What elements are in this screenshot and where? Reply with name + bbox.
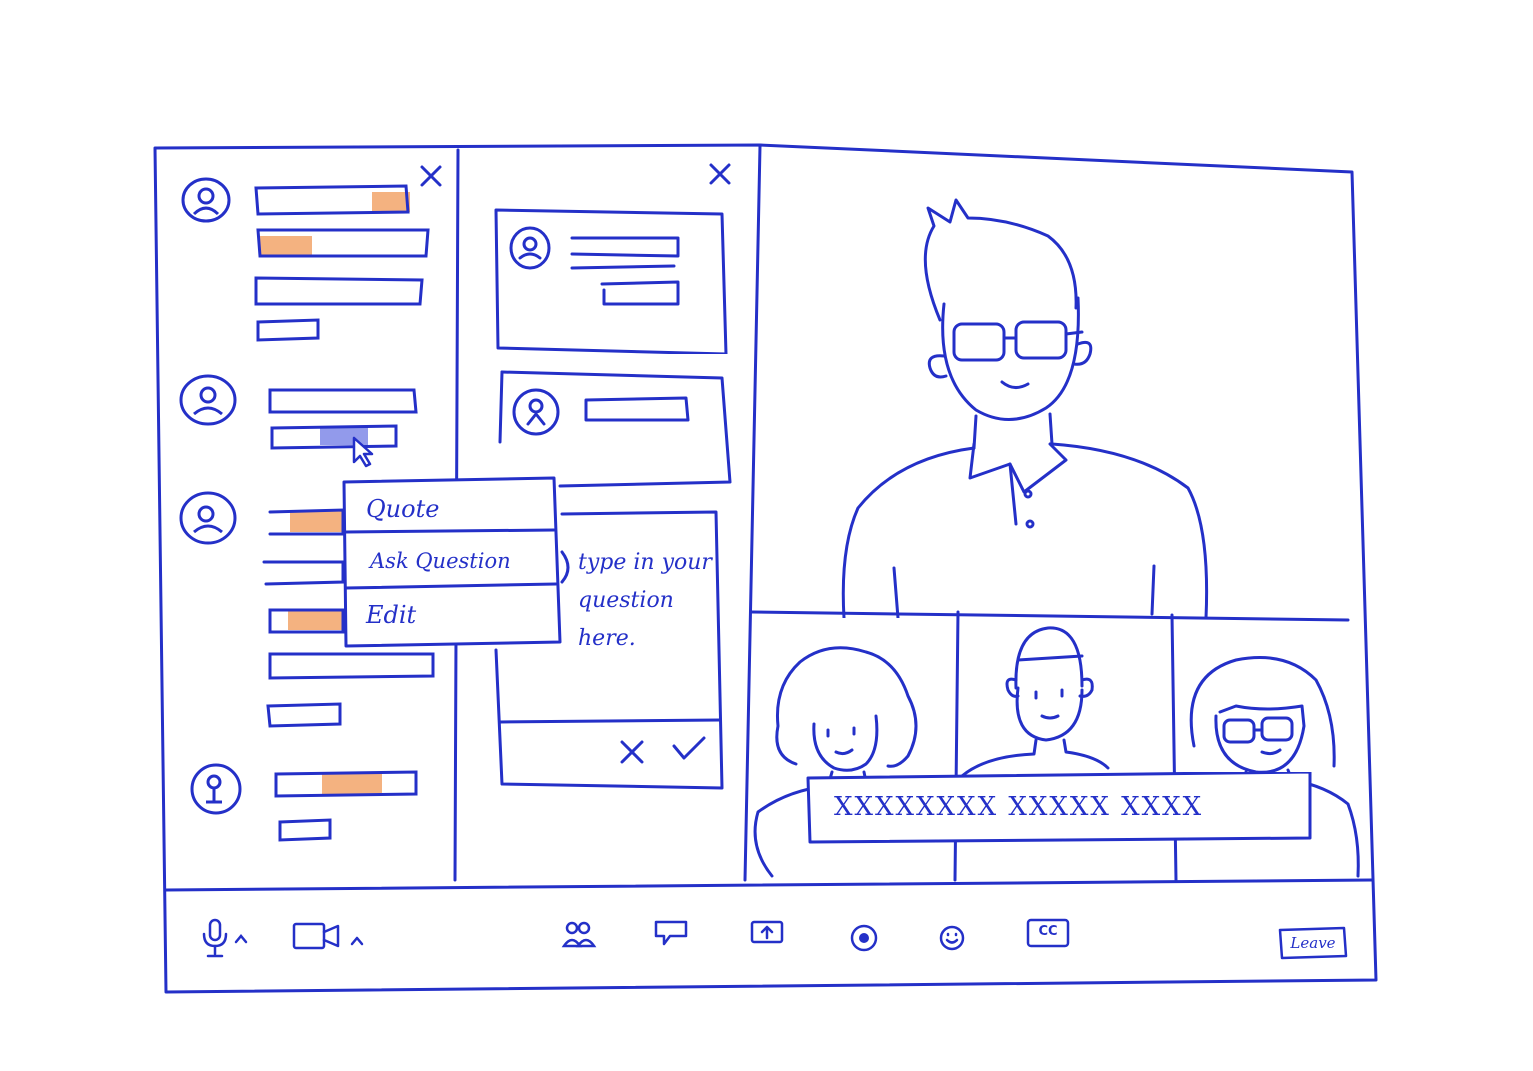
participants-button[interactable]: [558, 916, 602, 960]
chat-panel-sketch: [260, 192, 410, 794]
avatar: [190, 763, 242, 815]
message-line: [254, 184, 430, 342]
microphone-icon: [202, 918, 248, 958]
avatar: [179, 491, 237, 545]
leave-button[interactable]: Leave: [1278, 926, 1348, 960]
captions-frame: [806, 772, 1312, 844]
window-frame: [153, 143, 1378, 994]
question-compose-box: type in your question here.: [492, 508, 732, 798]
share-screen-button[interactable]: [746, 914, 790, 958]
closed-captions-button[interactable]: CC: [1024, 916, 1072, 960]
video-area: XXXXXXXX XXXXX XXXX: [748, 148, 1374, 880]
question-card[interactable]: [492, 204, 732, 356]
smiley-icon: [939, 925, 965, 951]
cancel-question-button[interactable]: [614, 734, 650, 770]
chat-button[interactable]: [650, 914, 694, 958]
message-line: [262, 508, 435, 728]
people-icon: [561, 921, 597, 948]
live-captions-bar: XXXXXXXX XXXXX XXXX: [806, 772, 1312, 844]
close-icon: [420, 165, 442, 187]
microphone-button[interactable]: [196, 916, 256, 960]
cc-icon: [1026, 918, 1070, 948]
submit-question-button[interactable]: [668, 732, 708, 768]
avatar: [179, 374, 237, 426]
question-card-sketch: [498, 370, 732, 488]
camera-button[interactable]: [290, 918, 370, 962]
cc-label: CC: [1038, 924, 1058, 939]
chat-message-group: [178, 176, 438, 346]
participant-video-tile: [960, 626, 1110, 778]
mouse-cursor-icon: [352, 436, 374, 468]
message-context-menu: Quote Ask Question Edit: [342, 476, 562, 648]
question-card-sketch: [494, 208, 728, 356]
close-icon: [709, 163, 731, 185]
chat-panel: [160, 152, 455, 887]
chat-message-group: [188, 762, 438, 852]
chat-bubble-icon: [654, 920, 688, 946]
call-toolbar: CC Leave: [166, 890, 1374, 990]
toolbar-divider: [164, 878, 1374, 892]
video-camera-icon: [292, 922, 364, 950]
message-line: [268, 388, 418, 450]
question-input[interactable]: type in your question here.: [578, 550, 712, 651]
question-panel-divider: [743, 144, 762, 882]
context-menu-frame: [342, 476, 562, 648]
compose-box-sketch: [494, 510, 724, 790]
question-panel-close-button[interactable]: [704, 158, 736, 190]
captions-text: XXXXXXXX XXXXX XXXX: [834, 792, 1204, 822]
avatar: [181, 177, 231, 223]
video-grid-divider: [750, 610, 1350, 622]
leave-button-frame: [1278, 926, 1348, 960]
context-menu-ask-question[interactable]: Ask Question: [370, 549, 511, 573]
checkmark-icon: [672, 736, 706, 760]
close-icon: [620, 740, 644, 764]
chat-message-group: [178, 490, 438, 730]
question-card[interactable]: [498, 370, 736, 490]
leave-label: Leave: [1290, 934, 1336, 952]
main-speaker-video: [841, 198, 1209, 618]
record-icon: [850, 924, 878, 952]
context-menu-quote[interactable]: Quote: [366, 495, 440, 523]
message-line: [274, 770, 418, 842]
record-button[interactable]: [842, 918, 886, 962]
context-menu-edit[interactable]: Edit: [366, 601, 417, 629]
chat-message-group: [178, 374, 438, 468]
reactions-button[interactable]: [930, 918, 974, 962]
question-panel: type in your question here.: [460, 152, 750, 887]
share-screen-icon: [750, 920, 784, 944]
chat-panel-close-button[interactable]: [415, 160, 447, 192]
